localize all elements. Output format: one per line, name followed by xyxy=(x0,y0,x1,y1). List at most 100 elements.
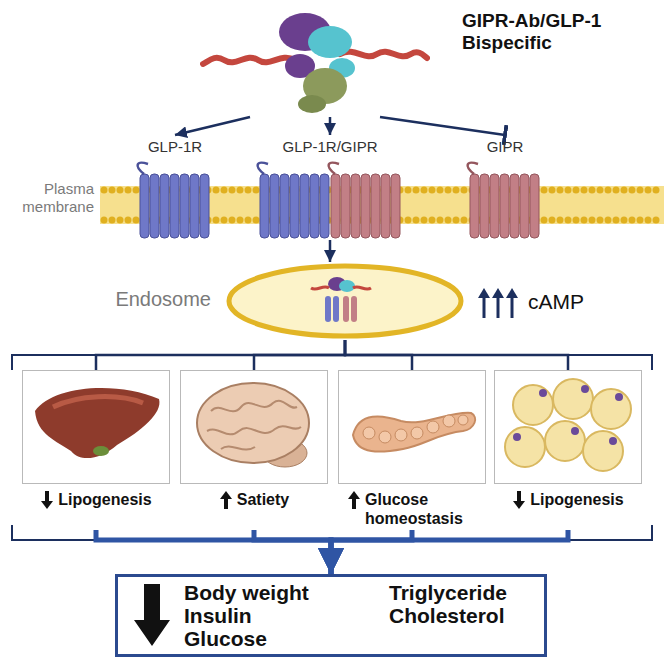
connector xyxy=(254,530,331,574)
lipid-head xyxy=(429,217,436,224)
lipid-head xyxy=(573,217,580,224)
connector xyxy=(175,117,250,135)
lipid-head xyxy=(589,217,596,224)
lipid-head xyxy=(125,217,132,224)
tissue-panel: Satiety xyxy=(180,370,328,530)
node-art xyxy=(225,262,465,344)
bispecific-molecule-node: GIPR-Ab/GLP-1 Bispecific xyxy=(200,2,430,117)
lipid-head xyxy=(613,217,620,224)
n-terminus xyxy=(468,163,478,174)
tm-helix xyxy=(200,174,209,238)
tm-helix xyxy=(300,174,309,238)
effect-row: Glucose homeostasis xyxy=(338,490,486,528)
lipid-head xyxy=(245,217,252,224)
lipid-head xyxy=(253,217,260,224)
lipid-head xyxy=(125,187,132,194)
connector xyxy=(96,530,331,574)
node-text: Insulin xyxy=(184,604,389,627)
lipid-head xyxy=(629,187,636,194)
tissue-image-box xyxy=(338,370,486,484)
connector xyxy=(331,530,568,574)
lipid-head xyxy=(461,217,468,224)
lipid-head xyxy=(413,217,420,224)
tm-helix xyxy=(260,174,269,238)
tissue-panel: Lipogenesis xyxy=(494,370,642,530)
lipid-head xyxy=(605,187,612,194)
node-text: GLP-1R xyxy=(125,135,225,155)
tissue-image-box xyxy=(22,370,170,484)
lipid-head xyxy=(101,217,108,224)
node-text: GLP-1R/GIPR xyxy=(255,135,405,155)
lipid-head xyxy=(605,217,612,224)
lipid-head xyxy=(557,217,564,224)
bispecific-molecule xyxy=(200,2,430,117)
brain-picture xyxy=(181,371,327,483)
tm-helix xyxy=(361,174,370,238)
membrane-label: Plasma membrane xyxy=(6,180,94,216)
n-terminus xyxy=(258,163,268,174)
tm-helix xyxy=(320,174,329,238)
lipid-head xyxy=(117,187,124,194)
lipid-head xyxy=(421,187,428,194)
tm-helix xyxy=(480,174,489,238)
lipid-head xyxy=(453,187,460,194)
receptor-helices xyxy=(138,163,539,238)
tm-helix xyxy=(180,174,189,238)
n-terminus xyxy=(138,163,148,174)
receptor-node: GLP-1R/GIPR xyxy=(255,135,405,240)
node-text: Endosome xyxy=(115,288,211,311)
lipid-head xyxy=(645,187,652,194)
lipid-head xyxy=(405,187,412,194)
tm-helix xyxy=(160,174,169,238)
connector xyxy=(345,340,568,370)
lipid-head xyxy=(221,217,228,224)
tm-helix xyxy=(270,174,279,238)
lipid-head xyxy=(461,187,468,194)
tm-helix xyxy=(500,174,509,238)
lipid-head xyxy=(645,217,652,224)
liver-picture xyxy=(23,371,169,483)
lipid-head xyxy=(653,187,660,194)
tissue-image-box xyxy=(494,370,642,484)
lipid-head xyxy=(245,187,252,194)
lipid-head xyxy=(597,217,604,224)
lipid-head xyxy=(221,187,228,194)
lipid-head xyxy=(637,217,644,224)
tm-helix xyxy=(310,174,319,238)
lipid-head xyxy=(613,187,620,194)
camp-up-arrows xyxy=(478,288,518,318)
node-art xyxy=(200,2,430,121)
tm-helix xyxy=(150,174,159,238)
node-text: Cholesterol xyxy=(389,604,507,627)
lipid-head xyxy=(565,187,572,194)
lipid-head xyxy=(541,217,548,224)
lipid-head xyxy=(637,187,644,194)
outcome-box: Body weightInsulinGlucoseTriglycerideCho… xyxy=(115,574,547,657)
lipid-head xyxy=(213,187,220,194)
decrease-arrow xyxy=(132,582,172,648)
lipid-head xyxy=(109,217,116,224)
lipid-head xyxy=(413,187,420,194)
receptor-node: GIPR xyxy=(455,135,555,240)
lipid-head xyxy=(213,217,220,224)
connector xyxy=(331,530,412,574)
lipid-head xyxy=(453,217,460,224)
seven-tm-receptor xyxy=(258,163,329,238)
effect-row: Lipogenesis xyxy=(22,490,170,510)
tm-helix xyxy=(140,174,149,238)
lipid-head xyxy=(581,187,588,194)
node-text: Satiety xyxy=(237,490,289,509)
connector xyxy=(96,340,345,370)
lipid-head xyxy=(405,217,412,224)
tm-helix xyxy=(520,174,529,238)
lipid-head xyxy=(589,187,596,194)
lipid-head xyxy=(629,217,636,224)
adipocytes-picture xyxy=(495,371,641,483)
endosome-node: Endosome xyxy=(225,262,465,340)
lipid-head xyxy=(621,217,628,224)
tm-helix xyxy=(381,174,390,238)
lipid-head xyxy=(597,187,604,194)
endosome-vesicle xyxy=(225,262,465,340)
split-bracket xyxy=(12,355,652,370)
receptor-node: GLP-1R xyxy=(125,135,225,240)
